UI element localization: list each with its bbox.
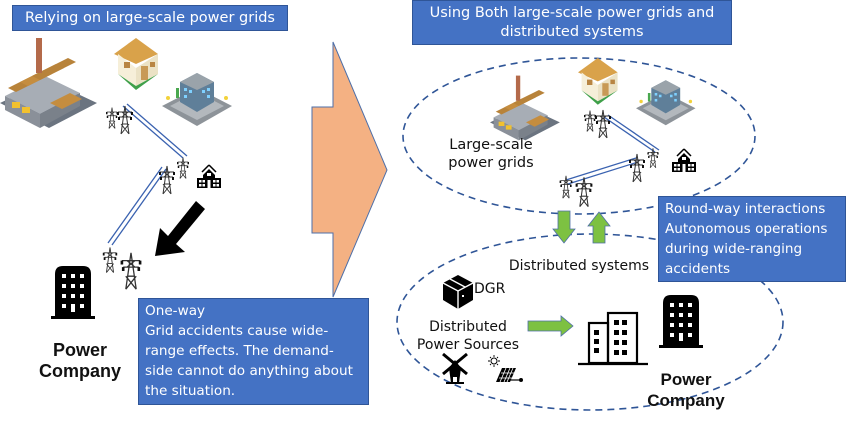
right-panel-title: Using Both large-scale power grids and d… (412, 0, 732, 45)
office-buildings-icon (578, 311, 648, 366)
dgr-label: DGR (474, 281, 506, 297)
note-line: Grid accidents cause wide- (145, 323, 329, 339)
power-company-label-line: Company (647, 391, 725, 410)
note-line: Autonomous operations (665, 221, 828, 237)
title-line: distributed systems (500, 24, 644, 40)
house-icon (114, 38, 158, 90)
box-icon (442, 275, 474, 309)
power-company-label: Power Company (30, 340, 130, 382)
distributed-systems-boundary (396, 233, 784, 411)
label-line: Power Sources (416, 337, 520, 353)
power-company-building-icon (659, 295, 703, 348)
note-line: Round-way interactions (665, 201, 826, 217)
downward-arrow-icon (155, 201, 205, 256)
note-line: side cannot do anything about (145, 363, 353, 379)
note-line: during wide-ranging (665, 241, 803, 257)
one-way-note: One-way Grid accidents cause wide- range… (138, 298, 369, 405)
factory-icon (490, 75, 560, 141)
note-line: range effects. The demand- (145, 343, 334, 359)
label-line: power grids (448, 155, 534, 171)
power-company-building-icon (51, 266, 95, 319)
right-arrow-icon (311, 41, 388, 298)
power-lines-right (565, 114, 660, 185)
transmission-tower-icon (559, 109, 659, 208)
power-company-label-line: Power (52, 340, 108, 360)
factory-icon (0, 38, 97, 128)
down-arrow-icon (552, 210, 576, 244)
left-panel-title: Relying on large-scale power grids (12, 5, 288, 31)
large-scale-grids-label: Large-scale power grids (436, 136, 546, 172)
right-arrow-icon (527, 315, 574, 337)
round-way-note: Round-way interactions Autonomous operat… (658, 196, 846, 282)
large-scale-grid-boundary (402, 57, 756, 215)
power-company-label: Power Company (636, 369, 736, 411)
title-line: Using Both large-scale power grids and (429, 5, 715, 21)
note-line: the situation. (145, 383, 236, 399)
power-company-label-line: Power (660, 370, 712, 389)
apartment-building-icon (636, 80, 696, 126)
solar-panel-icon (488, 355, 523, 383)
distributed-systems-label: Distributed systems (508, 258, 650, 274)
up-arrow-icon (587, 211, 611, 244)
power-lines-left (107, 103, 188, 246)
note-line: accidents (665, 261, 731, 277)
house-icon (578, 58, 618, 105)
label-line: Large-scale (449, 137, 533, 153)
school-icon (196, 164, 222, 189)
school-icon (671, 148, 697, 173)
distributed-power-sources-label: Distributed Power Sources (408, 318, 528, 354)
windmill-icon (442, 352, 468, 384)
apartment-building-icon (162, 73, 232, 126)
label-line: Distributed (429, 319, 507, 335)
power-company-label-line: Company (38, 361, 121, 381)
note-line: One-way (145, 303, 206, 319)
